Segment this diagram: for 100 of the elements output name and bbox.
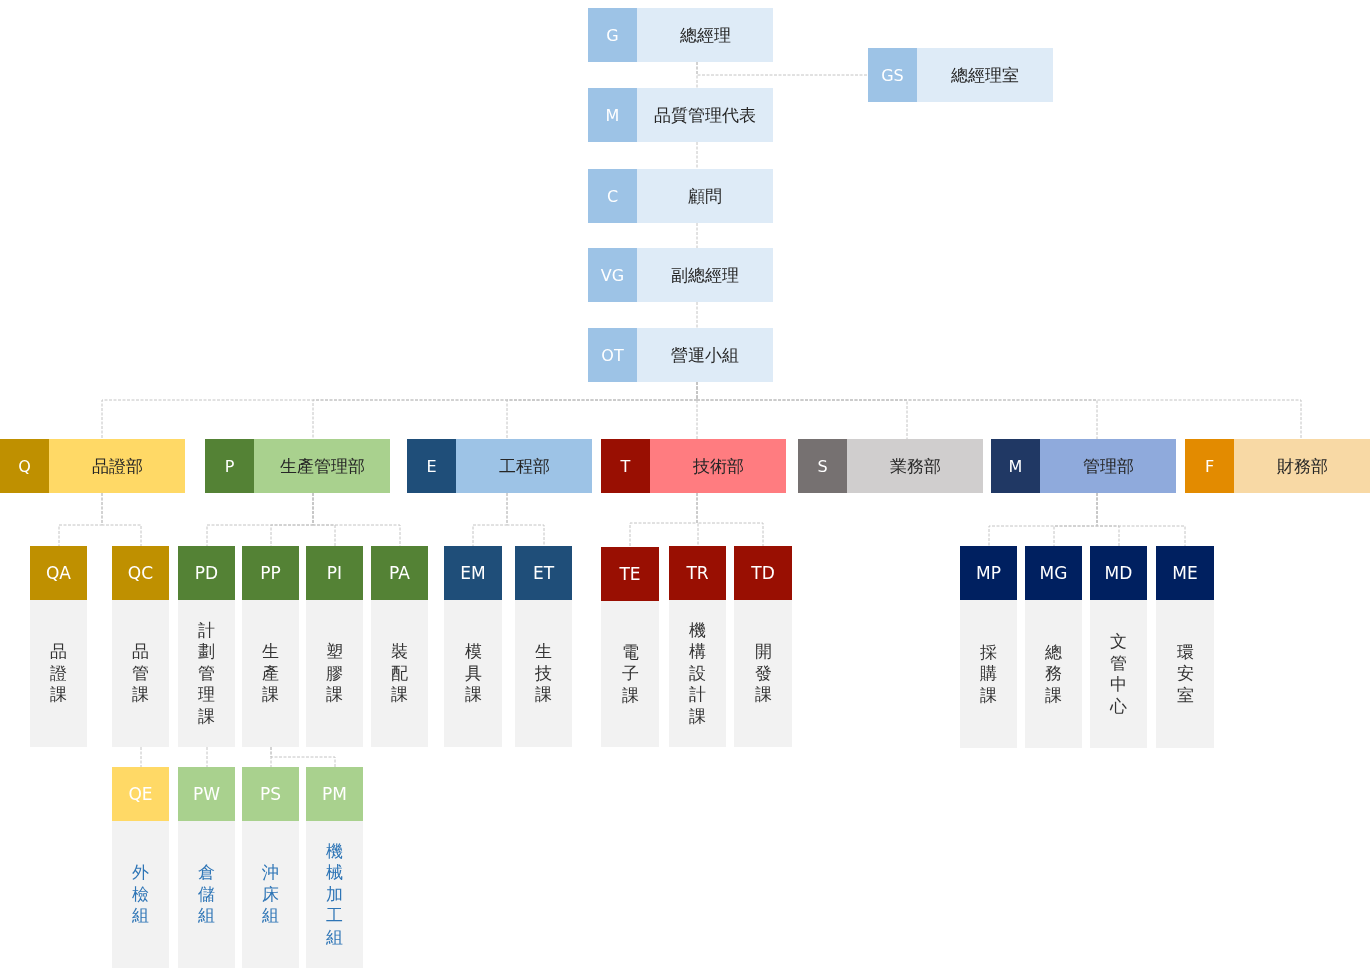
position-box bbox=[991, 439, 1176, 493]
position-box bbox=[306, 546, 363, 747]
code-tag: M bbox=[588, 88, 637, 142]
position-title: 工程部 bbox=[498, 454, 550, 478]
code-tag: MP bbox=[960, 546, 1017, 600]
position-box bbox=[112, 546, 169, 747]
position-box bbox=[407, 439, 592, 493]
connector-line bbox=[270, 746, 336, 768]
position-box bbox=[242, 546, 299, 747]
connector-line bbox=[101, 492, 142, 547]
position-title: 品證部 bbox=[91, 454, 143, 478]
position-title: 計劃管理課 bbox=[197, 619, 216, 728]
position-title: 總經理 bbox=[679, 23, 731, 47]
position-title: 外檢組 bbox=[131, 862, 150, 927]
connector-line bbox=[696, 61, 698, 89]
code-tag: Q bbox=[0, 439, 49, 493]
position-box bbox=[30, 546, 87, 747]
code-tag: PW bbox=[178, 767, 235, 821]
position-box bbox=[242, 767, 299, 968]
code-tag: P bbox=[205, 439, 254, 493]
position-box bbox=[1090, 546, 1147, 748]
position-title: 電子課 bbox=[621, 641, 639, 707]
connector-line bbox=[696, 492, 764, 547]
code-tag: QC bbox=[112, 546, 169, 600]
position-box bbox=[588, 248, 773, 302]
code-tag: PP bbox=[242, 546, 299, 600]
position-title: 財務部 bbox=[1276, 454, 1328, 478]
position-title: 生產課 bbox=[261, 641, 280, 706]
code-tag: C bbox=[588, 169, 637, 223]
code-tag: EM bbox=[444, 546, 502, 600]
position-title: 裝配課 bbox=[390, 641, 409, 706]
code-tag: QE bbox=[112, 767, 169, 821]
position-title: 品證課 bbox=[49, 641, 68, 706]
position-box bbox=[306, 767, 363, 968]
code-tag: PI bbox=[306, 546, 363, 600]
position-box bbox=[588, 88, 773, 142]
code-tag: G bbox=[588, 8, 637, 62]
code-tag: OT bbox=[588, 328, 637, 382]
position-title: 生產管理部 bbox=[279, 454, 365, 478]
code-tag: TR bbox=[669, 546, 726, 600]
position-title: 沖床組 bbox=[261, 862, 280, 927]
code-tag: ET bbox=[515, 546, 572, 600]
position-box bbox=[112, 767, 169, 968]
position-box bbox=[798, 439, 983, 493]
position-title: 塑膠課 bbox=[325, 641, 344, 706]
position-box bbox=[588, 169, 773, 223]
position-box bbox=[1025, 546, 1082, 748]
position-box bbox=[734, 546, 792, 747]
position-title: 倉儲組 bbox=[197, 862, 216, 927]
code-tag: PM bbox=[306, 767, 363, 821]
position-box bbox=[588, 328, 773, 382]
position-title: 品管課 bbox=[131, 641, 150, 706]
code-tag: E bbox=[407, 439, 456, 493]
code-tag: GS bbox=[868, 48, 917, 102]
position-title: 副總經理 bbox=[671, 263, 739, 287]
code-tag: T bbox=[601, 439, 650, 493]
position-title: 總經理室 bbox=[951, 63, 1019, 87]
position-title: 顧問 bbox=[688, 184, 722, 208]
code-tag: TD bbox=[734, 546, 792, 600]
position-title: 環安室 bbox=[1176, 641, 1194, 707]
position-box bbox=[601, 439, 786, 493]
code-tag: S bbox=[798, 439, 847, 493]
position-box bbox=[0, 439, 185, 493]
connector-line bbox=[506, 492, 545, 547]
code-tag: TE bbox=[601, 547, 659, 601]
position-title: 業務部 bbox=[889, 454, 941, 478]
position-box bbox=[371, 546, 428, 747]
code-tag: MG bbox=[1025, 546, 1082, 600]
position-box bbox=[205, 439, 390, 493]
position-box bbox=[178, 767, 235, 968]
code-tag: PA bbox=[371, 546, 428, 600]
position-box bbox=[444, 546, 502, 747]
position-box bbox=[515, 546, 572, 747]
code-tag: F bbox=[1185, 439, 1234, 493]
position-title: 開發課 bbox=[754, 641, 772, 706]
position-title: 總務課 bbox=[1044, 641, 1063, 707]
position-title: 技術部 bbox=[692, 454, 744, 478]
code-tag: QA bbox=[30, 546, 87, 600]
code-tag: PD bbox=[178, 546, 235, 600]
position-title: 模具課 bbox=[464, 641, 482, 706]
position-title: 機構設計課 bbox=[688, 619, 707, 728]
position-box bbox=[960, 546, 1017, 748]
position-title: 採購課 bbox=[979, 641, 998, 707]
code-tag: PS bbox=[242, 767, 299, 821]
position-title: 營運小組 bbox=[671, 343, 739, 367]
position-box bbox=[1156, 546, 1214, 748]
position-box bbox=[601, 547, 659, 747]
position-box bbox=[868, 48, 1053, 102]
position-title: 管理部 bbox=[1082, 454, 1134, 478]
position-title: 機械加工組 bbox=[325, 840, 344, 949]
position-title: 品質管理代表 bbox=[654, 103, 756, 127]
position-title: 文管中心 bbox=[1109, 631, 1128, 717]
code-tag: MD bbox=[1090, 546, 1147, 600]
position-box bbox=[669, 546, 726, 747]
code-tag: M bbox=[991, 439, 1040, 493]
position-title: 生技課 bbox=[534, 641, 553, 706]
code-tag: ME bbox=[1156, 546, 1214, 600]
position-box bbox=[588, 8, 773, 62]
code-tag: VG bbox=[588, 248, 637, 302]
position-box bbox=[1185, 439, 1370, 493]
